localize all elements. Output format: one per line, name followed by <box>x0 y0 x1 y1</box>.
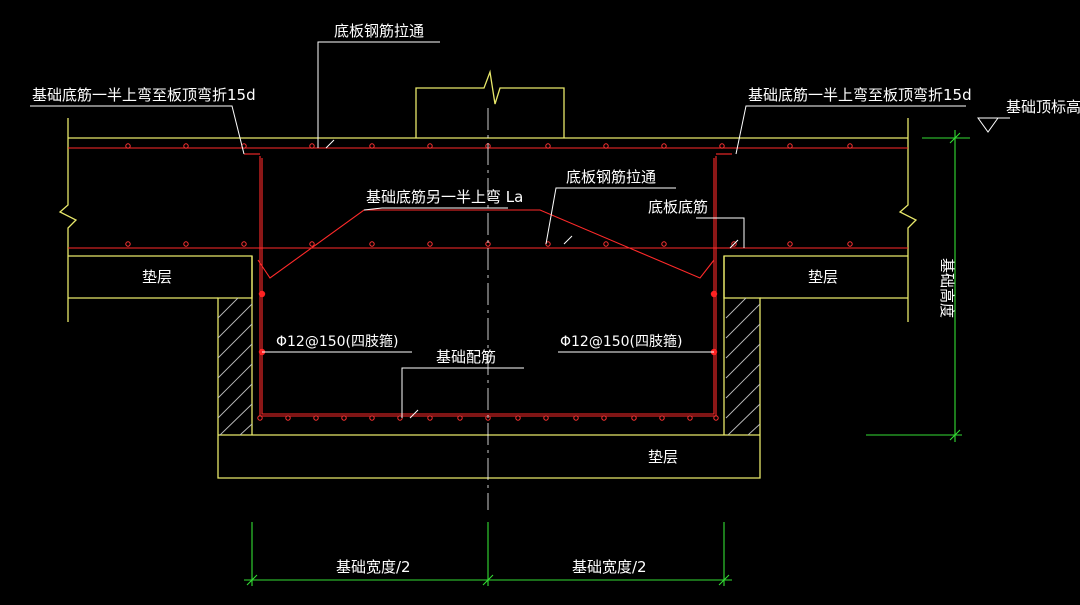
label-rebar-bend-left: 基础底筋一半上弯至板顶弯折15d <box>32 86 256 104</box>
label-width-half-left: 基础宽度/2 <box>336 558 411 576</box>
label-stirrup-left: Φ12@150(四肢箍) <box>276 333 398 350</box>
label-foundation-rebar: 基础配筋 <box>436 348 496 366</box>
cushion-wall-hatch-right <box>725 297 761 436</box>
label-cushion-bottom: 垫层 <box>648 448 678 466</box>
label-slab-tie-mid: 底板钢筋拉通 <box>566 168 656 186</box>
height-dimension <box>866 130 970 442</box>
leader-lines <box>30 41 1010 419</box>
label-rebar-bend-right: 基础底筋一半上弯至板顶弯折15d <box>748 86 972 104</box>
label-foundation-top-elev: 基础顶标高 <box>1006 98 1080 116</box>
cushion-wall-hatch-left <box>217 297 253 436</box>
label-slab-bottom-rebar: 底板底筋 <box>648 198 708 216</box>
label-slab-tie-top: 底板钢筋拉通 <box>334 22 424 40</box>
label-width-half-right: 基础宽度/2 <box>572 558 647 576</box>
label-rebar-other-half: 基础底筋另一半上弯 La <box>366 188 523 206</box>
label-cushion-right: 垫层 <box>808 268 838 286</box>
rebar-dots <box>125 143 853 421</box>
label-cushion-left: 垫层 <box>142 268 172 286</box>
width-dimension <box>244 522 732 586</box>
label-foundation-height: 基础高度 <box>938 258 956 318</box>
label-stirrup-right: Φ12@150(四肢箍) <box>560 333 682 350</box>
